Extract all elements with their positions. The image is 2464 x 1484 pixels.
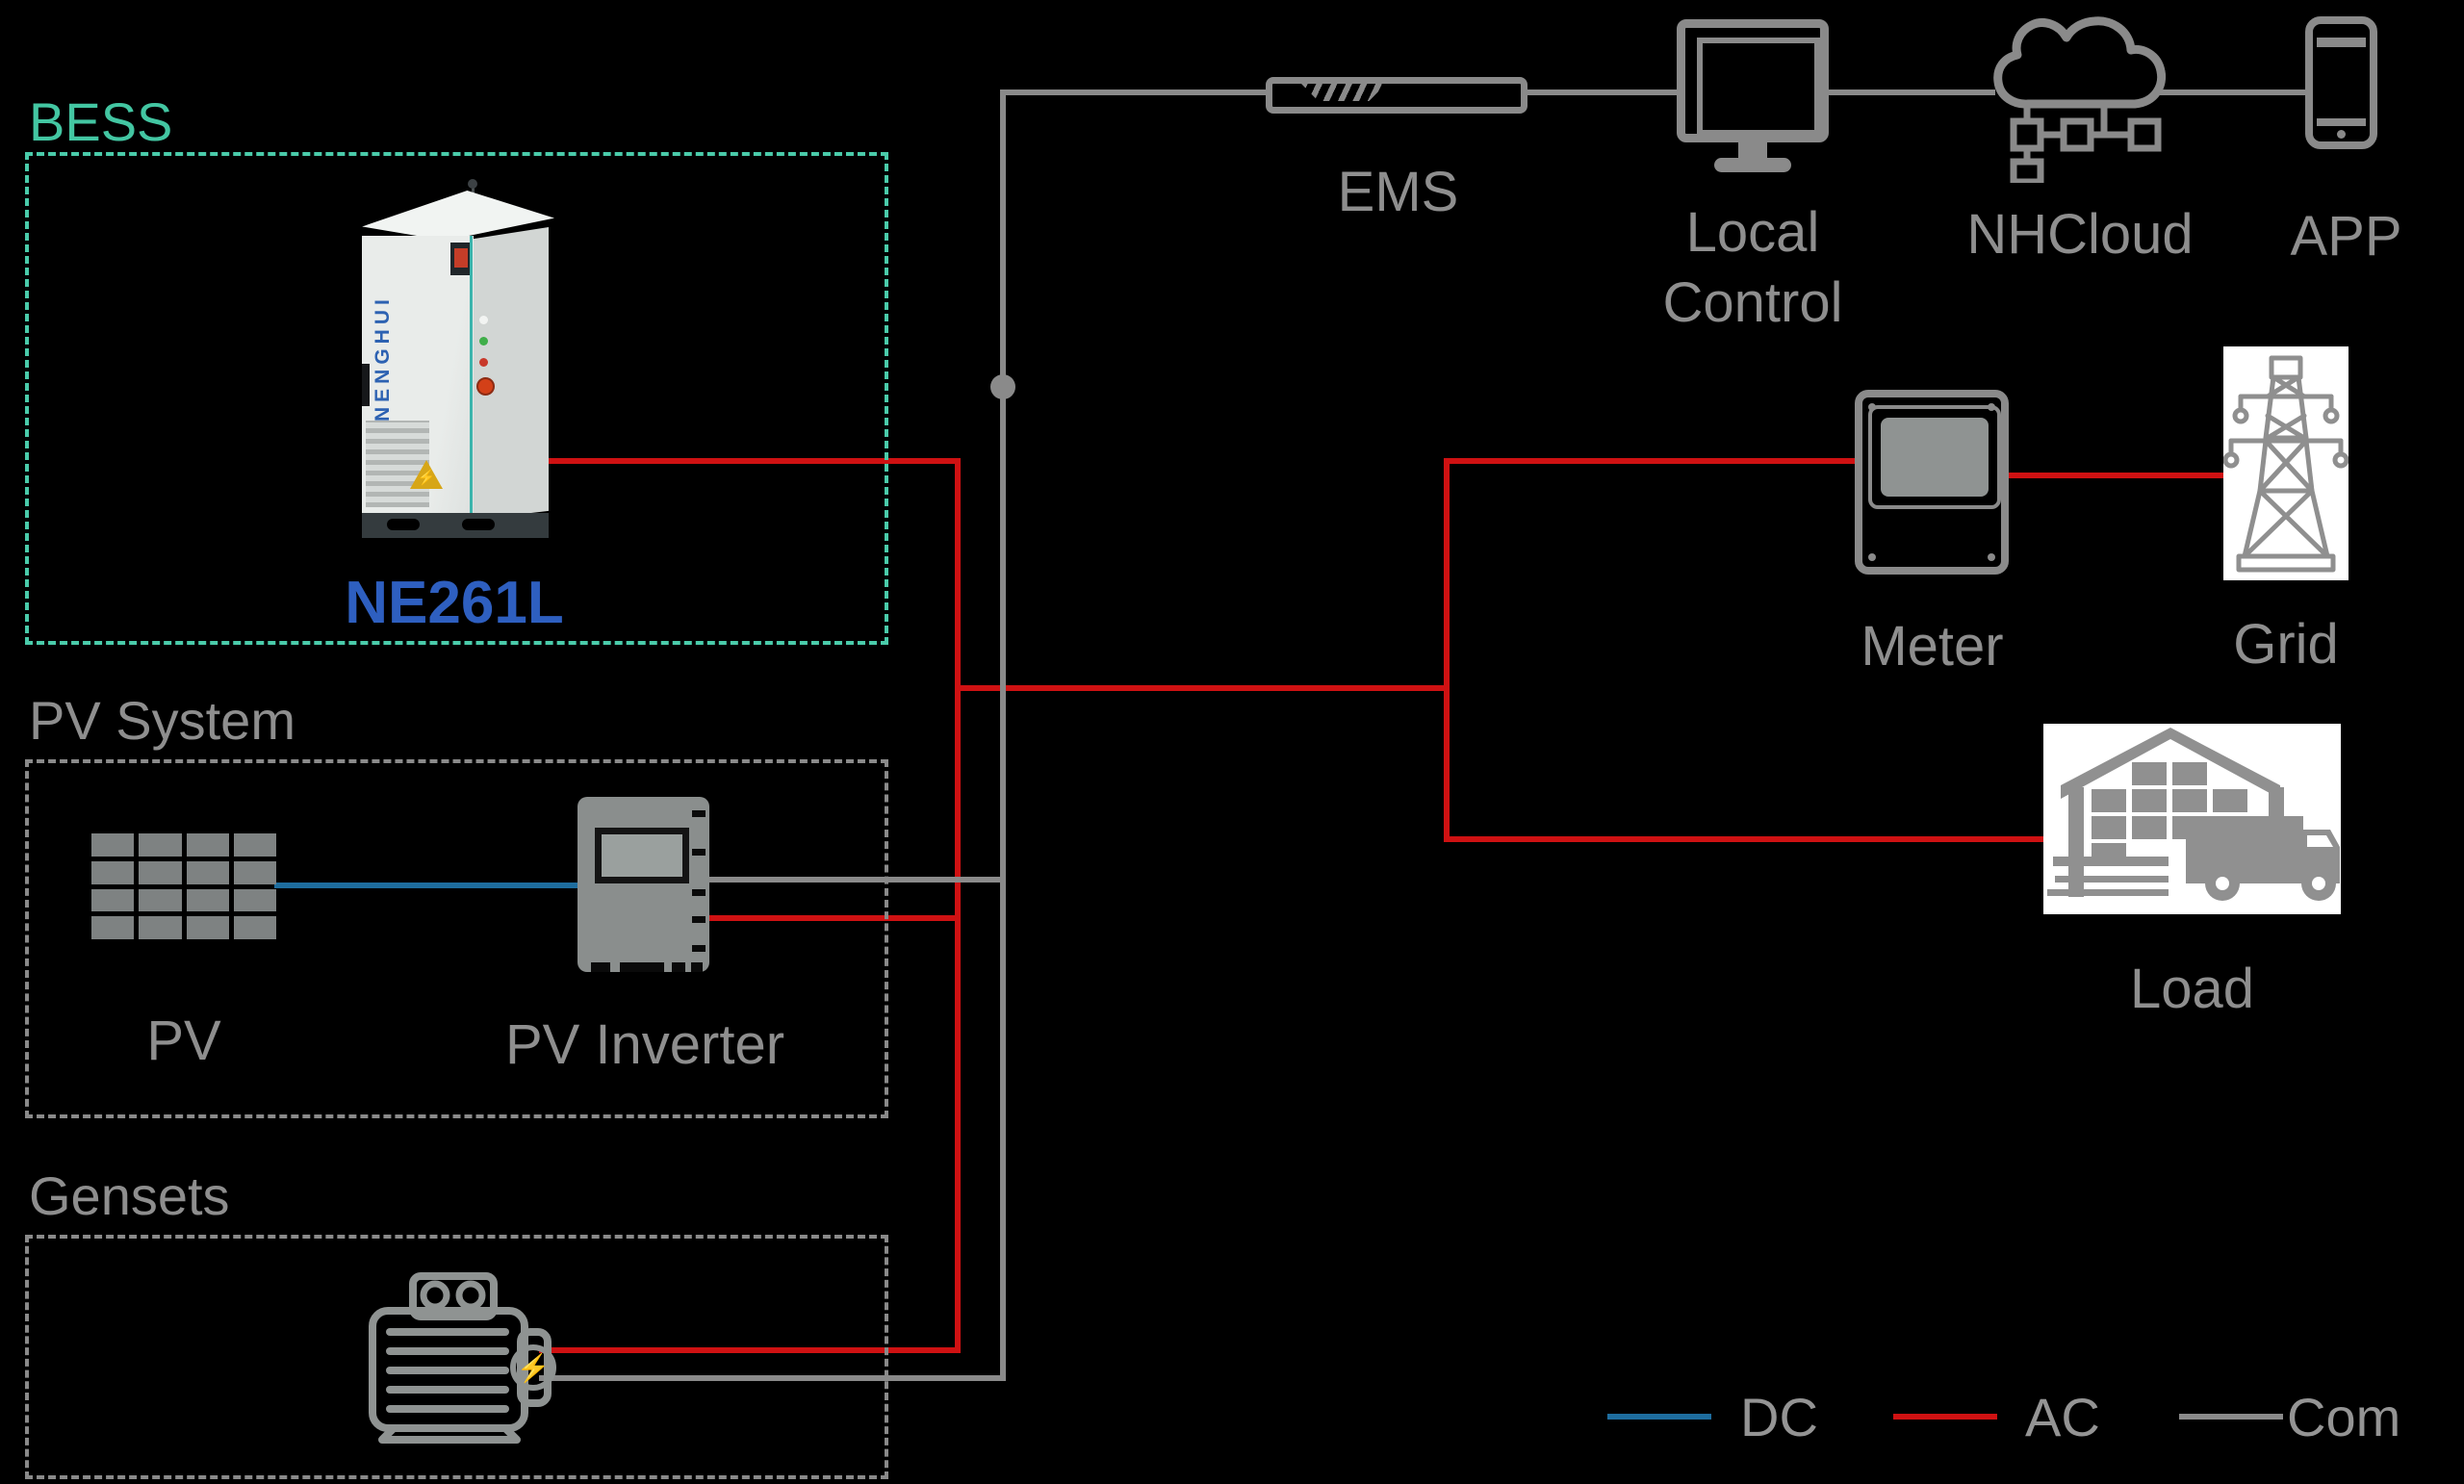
ac-bus-right — [1444, 458, 1450, 842]
com-line-cloud-to-app — [2158, 90, 2305, 95]
ac-line-meter-to-grid — [2009, 473, 2223, 478]
meter-icon — [1855, 390, 2009, 575]
ems-vent — [1301, 84, 1386, 101]
cabinet-vent-grille — [366, 421, 429, 507]
led-white — [479, 316, 488, 324]
legend-ac-label: AC — [2025, 1387, 2100, 1447]
ac-line-genset-out — [539, 1347, 961, 1353]
gensets-group-box — [25, 1235, 888, 1479]
grid-icon — [2222, 346, 2349, 580]
pv-group-box — [25, 759, 888, 1118]
gensets-group-title: Gensets — [29, 1165, 230, 1226]
emergency-button — [476, 377, 495, 396]
legend-dc-line — [1607, 1414, 1711, 1420]
cabinet-door-handle — [362, 364, 370, 406]
com-line-inverter — [707, 877, 1006, 883]
ems-label: EMS — [1337, 161, 1459, 223]
ac-line-bess-out — [544, 458, 961, 464]
legend-dc-label: DC — [1740, 1387, 1818, 1447]
ac-line-inverter-out — [707, 915, 961, 921]
cabinet-brand-text: NENGHUI — [372, 294, 394, 422]
load-label: Load — [2129, 958, 2255, 1020]
led-red — [479, 358, 488, 367]
pv-panel-icon — [91, 833, 276, 939]
com-junction-dot — [990, 374, 1015, 399]
grid-label: Grid — [2233, 613, 2339, 676]
ac-bus-left — [955, 458, 961, 1353]
legend-ac-line — [1893, 1414, 1997, 1420]
com-line-genset — [539, 1375, 1006, 1381]
app-phone-icon — [2305, 16, 2377, 149]
pv-panel-label: PV — [146, 1010, 221, 1072]
com-bus-vertical — [1000, 90, 1006, 1381]
app-label: APP — [2290, 205, 2402, 268]
pv-inverter-icon — [578, 797, 709, 972]
genset-icon: ⚡ — [369, 1272, 556, 1444]
ems-icon — [1266, 77, 1527, 114]
genset-bolt-icon: ⚡ — [517, 1352, 551, 1384]
led-green — [479, 337, 488, 345]
cabinet-display — [450, 243, 472, 275]
ac-line-to-load — [1444, 836, 2043, 842]
com-line-localcontrol-to-cloud — [1829, 90, 1995, 95]
pv-inverter-label: PV Inverter — [504, 1013, 785, 1076]
bess-group-title: BESS — [29, 91, 173, 152]
cabinet-accent-line — [470, 236, 473, 513]
legend-com-label: Com — [2287, 1387, 2401, 1447]
nhcloud-icon — [1993, 16, 2167, 183]
meter-label: Meter — [1861, 615, 2004, 678]
bess-group-box — [25, 152, 888, 645]
ac-line-to-meter — [1444, 458, 1855, 464]
legend-com-line — [2179, 1414, 2283, 1420]
local-control-monitor-icon — [1677, 19, 1829, 142]
local-control-label: Local Control — [1662, 201, 1843, 334]
load-icon — [2043, 724, 2341, 914]
com-line-to-ems — [1000, 90, 1266, 95]
pv-group-title: PV System — [29, 690, 295, 751]
bess-cabinet-image: NENGHUI ⚡ — [337, 144, 558, 541]
com-line-ems-to-localcontrol — [1527, 90, 1677, 95]
nhcloud-label: NHCloud — [1966, 203, 2194, 266]
bess-model-label: NE261L — [345, 570, 564, 636]
dc-line-pv-to-inverter — [274, 883, 578, 888]
ac-line-center-bus — [955, 685, 1450, 691]
